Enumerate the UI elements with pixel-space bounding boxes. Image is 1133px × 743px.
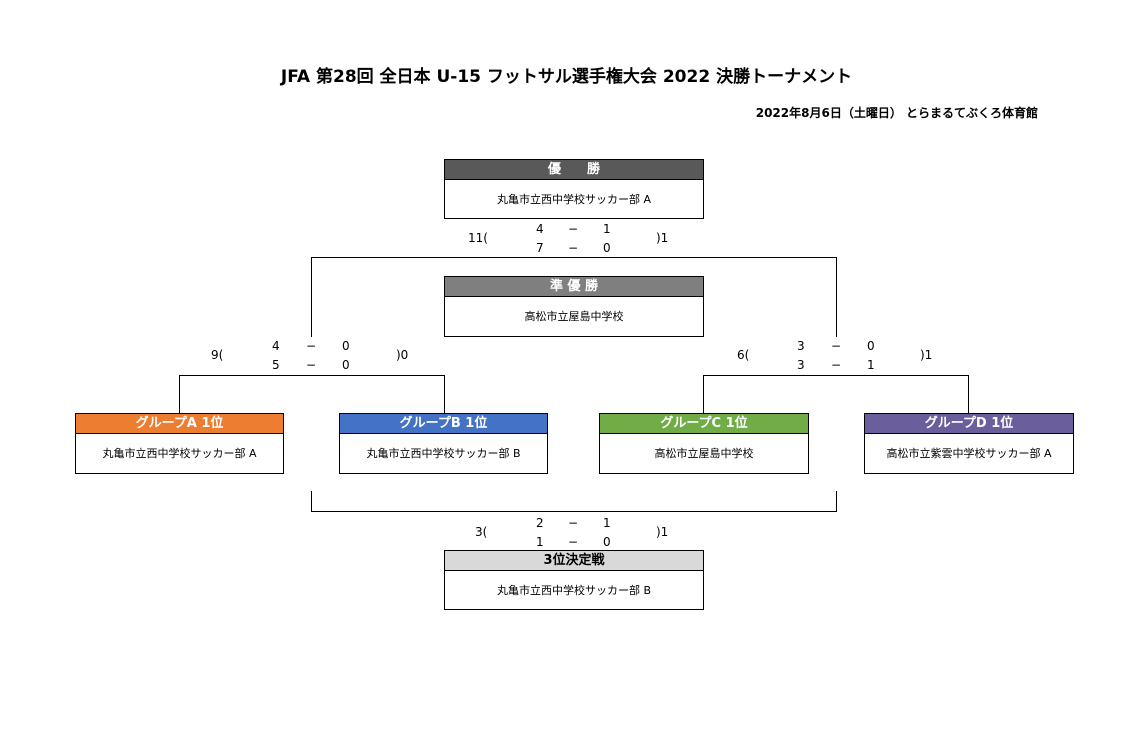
group-c-team: 高松市立屋島中学校 <box>654 447 754 460</box>
final-score-h1-dash: − <box>568 222 579 236</box>
third-h1-left: 2 <box>536 516 544 530</box>
group-a-team: 丸亀市立西中学校サッカー部 A <box>102 447 257 460</box>
semi-right-h2-left: 3 <box>797 358 805 372</box>
runnerup-box: 準 優 勝 高松市立屋島中学校 <box>444 276 704 337</box>
semi-left-bracket-left <box>179 375 180 413</box>
semi-left-bracket-right <box>444 375 445 413</box>
final-bracket-top <box>311 257 837 258</box>
runnerup-label: 準 優 勝 <box>445 277 703 297</box>
winner-label: 優 勝 <box>445 160 703 180</box>
third-bracket-left <box>311 491 312 512</box>
final-score-h1-left: 4 <box>536 222 544 236</box>
semi-left-left-total: 9( <box>211 348 224 362</box>
semi-right-bracket-right <box>968 375 969 413</box>
third-right-total: )1 <box>656 525 669 539</box>
third-h1-right: 1 <box>603 516 611 530</box>
semi-right-bracket-top <box>703 375 969 376</box>
runnerup-team: 高松市立屋島中学校 <box>524 310 624 323</box>
group-a-box: グループA 1位 丸亀市立西中学校サッカー部 A <box>75 413 284 474</box>
group-a-label: グループA 1位 <box>76 414 283 434</box>
group-c-box: グループC 1位 高松市立屋島中学校 <box>599 413 809 474</box>
semi-right-h1-left: 3 <box>797 339 805 353</box>
date-venue: 2022年8月6日（土曜日） とらまるてぶくろ体育館 <box>755 106 1038 120</box>
semi-left-h1-left: 4 <box>272 339 280 353</box>
third-bracket-bottom <box>311 511 837 512</box>
group-d-label: グループD 1位 <box>865 414 1073 434</box>
group-b-label: グループB 1位 <box>340 414 547 434</box>
semi-right-h1-right: 0 <box>867 339 875 353</box>
page-title: JFA 第28回 全日本 U-15 フットサル選手権大会 2022 決勝トーナメ… <box>280 67 853 87</box>
group-b-box: グループB 1位 丸亀市立西中学校サッカー部 B <box>339 413 548 474</box>
winner-team: 丸亀市立西中学校サッカー部 A <box>496 193 652 206</box>
winner-box: 優 勝 丸亀市立西中学校サッカー部 A <box>444 159 704 219</box>
semi-left-h2-left: 5 <box>272 358 280 372</box>
final-score-h2-left: 7 <box>536 241 544 255</box>
semi-right-left-total: 6( <box>737 348 750 362</box>
semi-left-h2-dash: − <box>306 358 317 372</box>
group-d-team: 高松市立紫雲中学校サッカー部 A <box>886 447 1052 460</box>
third-h2-right: 0 <box>603 535 611 549</box>
group-b-team: 丸亀市立西中学校サッカー部 B <box>366 447 521 460</box>
semi-right-h1-dash: − <box>831 339 842 353</box>
third-h2-dash: − <box>568 535 579 549</box>
semi-left-bracket-top <box>179 375 445 376</box>
final-score-left-total: 11( <box>468 231 488 245</box>
third-place-team: 丸亀市立西中学校サッカー部 B <box>496 584 652 597</box>
third-h2-left: 1 <box>536 535 544 549</box>
semi-left-right-total: )0 <box>396 348 409 362</box>
third-place-label: 3位決定戦 <box>445 551 703 571</box>
final-bracket-left <box>311 257 312 337</box>
semi-left-h1-dash: − <box>306 339 317 353</box>
semi-right-h2-dash: − <box>831 358 842 372</box>
semi-right-h2-right: 1 <box>867 358 875 372</box>
group-d-box: グループD 1位 高松市立紫雲中学校サッカー部 A <box>864 413 1074 474</box>
third-left-total: 3( <box>475 525 488 539</box>
semi-left-h2-right: 0 <box>342 358 350 372</box>
final-bracket-right <box>836 257 837 337</box>
final-score-right-total: )1 <box>656 231 669 245</box>
third-place-box: 3位決定戦 丸亀市立西中学校サッカー部 B <box>444 550 704 610</box>
third-h1-dash: − <box>568 516 579 530</box>
final-score-h2-dash: − <box>568 241 579 255</box>
final-score-h2-right: 0 <box>603 241 611 255</box>
semi-right-right-total: )1 <box>920 348 933 362</box>
final-score-h1-right: 1 <box>603 222 611 236</box>
group-c-label: グループC 1位 <box>600 414 808 434</box>
third-bracket-right <box>836 491 837 512</box>
semi-left-h1-right: 0 <box>342 339 350 353</box>
semi-right-bracket-left <box>703 375 704 413</box>
